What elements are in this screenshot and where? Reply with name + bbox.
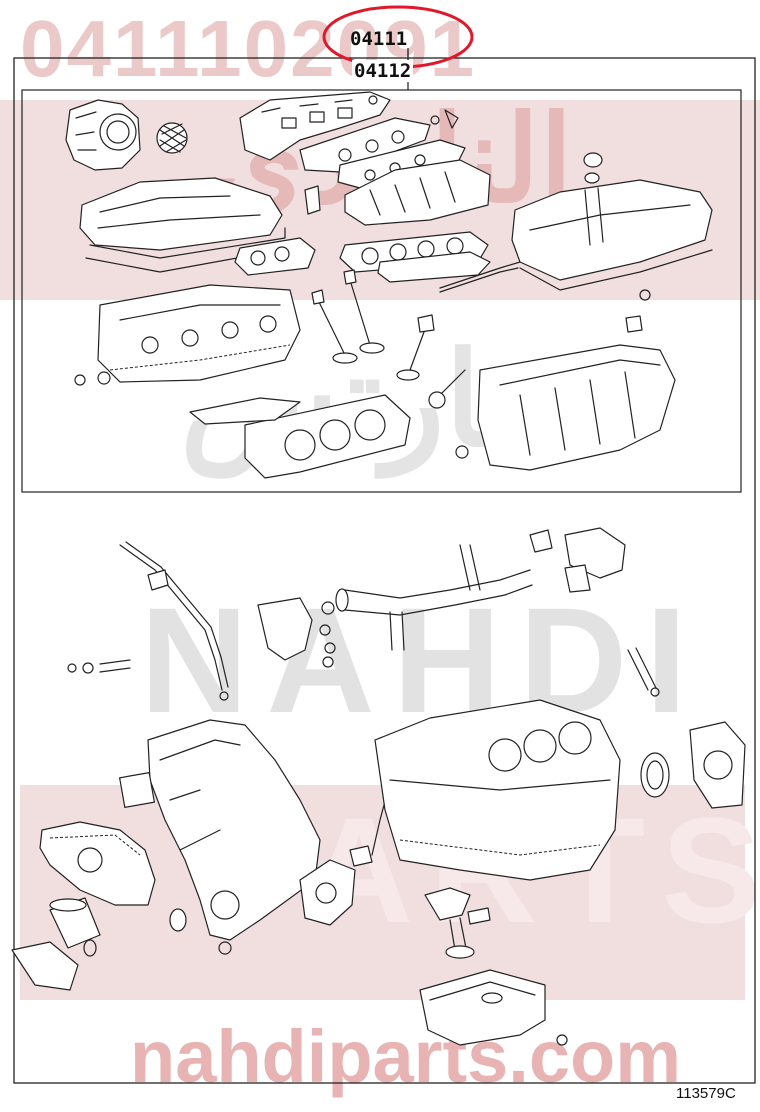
intake-manifold-gasket-strip [239,91,391,161]
water-pump-gasket-part [39,821,156,906]
figure-code: 113579C [676,1085,736,1102]
left-cylinder-head-part [97,284,301,383]
oil-pan-part [419,969,546,1046]
oil-pump-part [299,789,389,926]
mesh-screen-part [156,122,188,154]
throttle-body-part [65,99,141,171]
engine-block-part [374,699,621,881]
intake-plenum-part [344,159,491,226]
part-number-label-04111[interactable]: 04111 [350,28,408,50]
watermark-latin-brand: NAHDI [140,576,705,744]
left-valve-cover-part [79,177,286,273]
inner-frame [21,89,742,493]
water-inlet-housing-part [257,597,336,668]
cylinder-head-gasket-part [189,394,411,479]
timing-chain-cover-part [147,719,321,941]
oil-strainer-part [424,887,491,959]
water-bypass-pipe-part [335,529,553,651]
oil-filter-part [49,897,101,957]
intake-gasket-set-center [299,117,466,189]
right-valve-cover-part [511,152,713,291]
exhaust-gasket-right [339,231,491,283]
watermark-website: nahdiparts.com [130,1015,681,1098]
dipstick-tube-part [119,541,229,701]
outer-frame [13,57,756,1084]
valve-pair-part [311,269,385,364]
exhaust-gasket-left [234,237,316,276]
rear-end-plate-part [689,721,746,809]
part-number-label-04112[interactable]: 04112 [352,60,414,82]
right-cylinder-head-part [455,344,676,471]
